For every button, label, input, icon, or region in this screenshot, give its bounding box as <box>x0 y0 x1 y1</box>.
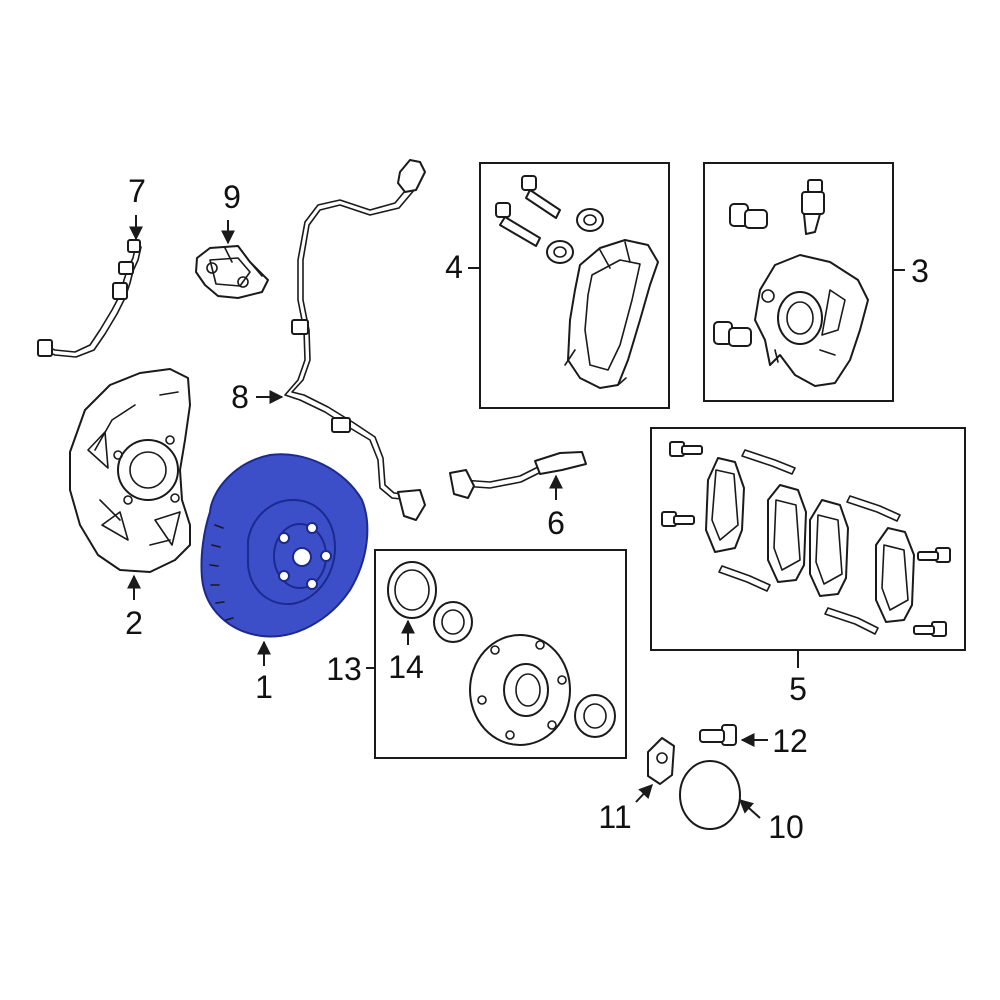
sensor-bracket[interactable] <box>195 245 269 299</box>
callout-10: 10 <box>768 809 804 845</box>
brake-pad-4[interactable] <box>875 527 915 623</box>
callout-12: 12 <box>772 723 808 759</box>
caliper-bolt-lower[interactable] <box>713 321 752 347</box>
callout-14: 14 <box>388 649 424 685</box>
brake-pad-1[interactable] <box>705 457 745 553</box>
brake-hose[interactable] <box>37 239 142 358</box>
frame-hub-assembly <box>374 549 627 759</box>
wheel-hub[interactable] <box>469 634 571 746</box>
brake-pad-3[interactable] <box>809 499 849 597</box>
frame-pad-kit <box>650 427 966 651</box>
callout-11: 11 <box>598 799 631 835</box>
pad-bolt-3[interactable] <box>917 547 951 563</box>
callout-8: 8 <box>231 379 249 415</box>
outer-bearing[interactable] <box>574 694 616 738</box>
dust-shield[interactable] <box>69 368 191 573</box>
lock-nut[interactable] <box>647 737 675 785</box>
hub-bolt[interactable] <box>699 724 737 746</box>
brake-pad-2[interactable] <box>767 484 807 583</box>
pad-clip-upper[interactable] <box>741 449 901 522</box>
pad-bolt-1[interactable] <box>669 441 703 457</box>
abs-sensor-wire[interactable] <box>284 159 426 521</box>
guide-pin-lower[interactable] <box>495 202 541 247</box>
callout-2: 2 <box>125 605 143 641</box>
pad-clip-lower[interactable] <box>718 565 879 635</box>
callout-3: 3 <box>911 253 929 289</box>
leader-11 <box>635 783 653 803</box>
frame-caliper-support <box>479 162 670 409</box>
pin-boot-lower[interactable] <box>546 240 574 264</box>
callout-5: 5 <box>789 671 807 707</box>
callout-6: 6 <box>547 505 565 541</box>
pin-boot-upper[interactable] <box>576 208 604 232</box>
inner-bearing[interactable] <box>433 601 473 643</box>
brake-rotor[interactable] <box>200 453 369 638</box>
callout-4: 4 <box>445 249 463 285</box>
bleeder-screw[interactable] <box>801 179 825 235</box>
caliper-support[interactable] <box>564 239 659 389</box>
callout-13: 13 <box>326 651 362 687</box>
callout-1: 1 <box>255 669 273 705</box>
callout-9: 9 <box>223 179 241 215</box>
pad-bolt-4[interactable] <box>913 621 947 637</box>
pad-bolt-2[interactable] <box>661 511 695 527</box>
caliper-body[interactable] <box>754 254 869 387</box>
wear-sensor[interactable] <box>449 451 587 499</box>
hub-cap[interactable] <box>679 760 741 830</box>
guide-pin-upper[interactable] <box>521 175 561 219</box>
frame-caliper <box>703 162 894 402</box>
caliper-bolt-upper[interactable] <box>729 203 768 229</box>
grease-seal[interactable] <box>387 561 437 619</box>
callout-7: 7 <box>128 173 146 209</box>
leader-10 <box>738 799 761 819</box>
